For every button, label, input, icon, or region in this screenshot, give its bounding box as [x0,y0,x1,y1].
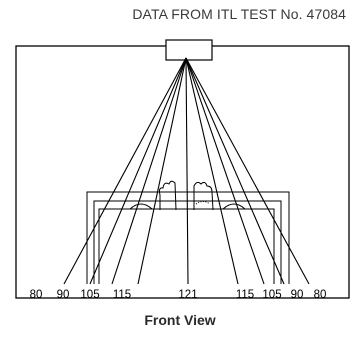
diagram-frame [15,45,350,299]
candela-value-label: 90 [291,289,304,301]
candela-value-label: 80 [30,289,43,301]
candela-value-label: 80 [314,289,327,301]
feet-sketch [158,180,214,211]
beam-line [111,57,187,285]
beam-line [185,57,239,285]
beam-line [185,57,189,285]
beam-line [63,57,187,285]
candela-value-label: 105 [80,289,99,301]
candela-value-labels: 80 90 105 115 121 115 105 90 80 [30,289,327,301]
beam-line [185,57,285,285]
front-view-diagram: 80 90 105 115 121 115 105 90 80 [15,39,350,301]
light-beam-lines [63,57,310,285]
front-view-caption: Front View [144,312,216,328]
test-data-header: DATA FROM ITL TEST No. 47084 [132,6,346,22]
beam-line [137,57,187,285]
beam-line [185,57,265,285]
candela-value-label: 121 [178,289,197,301]
candela-value-label: 115 [236,289,254,301]
candela-value-label: 105 [262,289,281,301]
beam-line [185,57,310,285]
candela-value-label: 90 [57,289,70,301]
light-fixture [165,39,213,61]
beam-line [89,57,187,285]
candela-value-label: 115 [113,289,131,301]
